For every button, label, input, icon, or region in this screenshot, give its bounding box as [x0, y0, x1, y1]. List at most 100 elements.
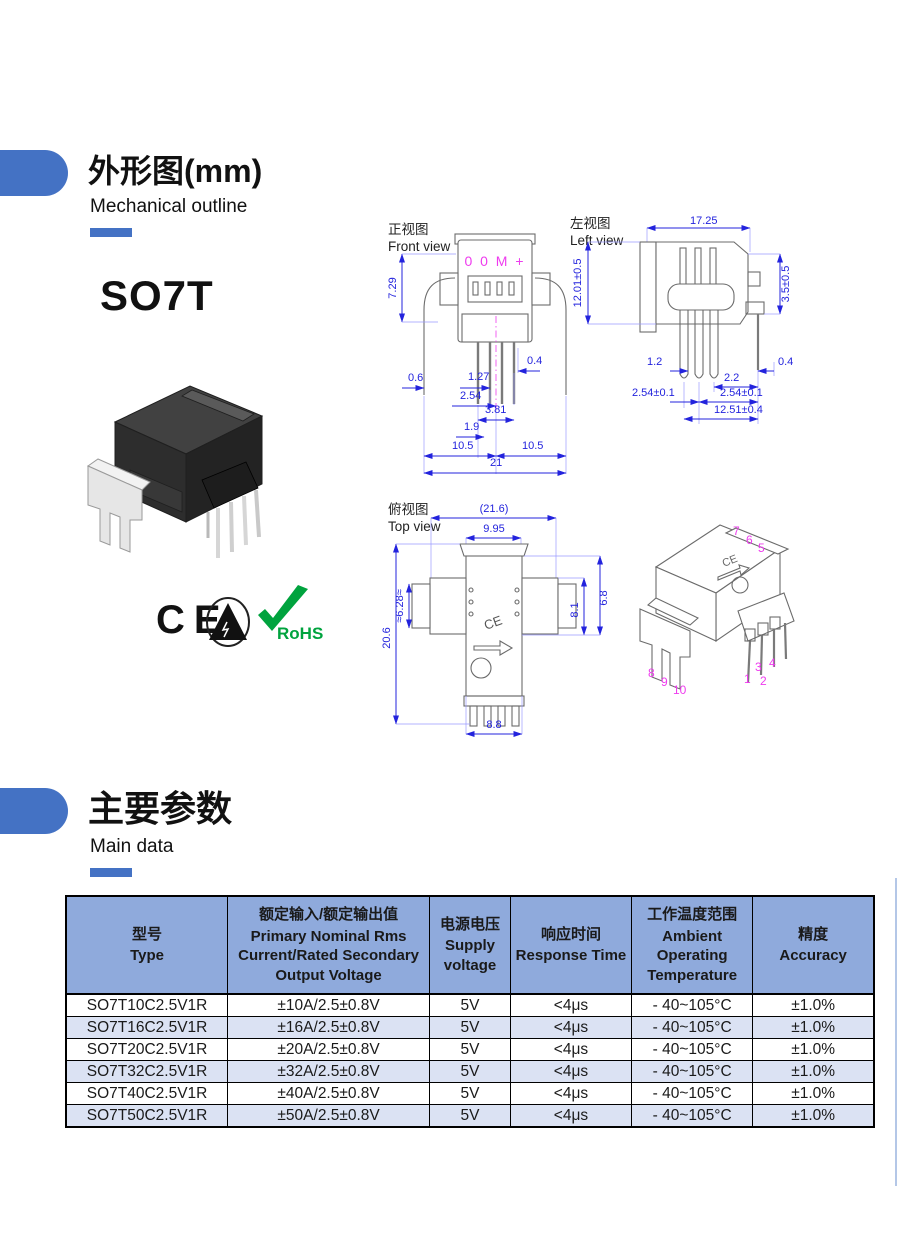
- col-header-rating-en: Primary Nominal Rms Current/Rated Second…: [238, 927, 420, 984]
- table-header-row: 型号 Type 额定输入/额定输出值 Primary Nominal Rms C…: [65, 895, 875, 995]
- col-header-accuracy-cn: 精度: [798, 925, 829, 943]
- dim-20-6: 20.6: [382, 627, 393, 648]
- front-marking: 0 0 M +: [464, 253, 525, 269]
- dim-10-5-left: 10.5: [452, 440, 473, 452]
- section-title-outline: 外形图(mm): [88, 153, 263, 189]
- col-header-temperature-en: Ambient Operating Temperature: [647, 927, 738, 984]
- dim-17-25: 17.25: [690, 215, 718, 227]
- dim-21-6: (21.6): [480, 503, 509, 515]
- cell-type: SO7T16C2.5V1R: [65, 1016, 229, 1039]
- left-view-label-en: Left view: [570, 233, 624, 248]
- col-header-rating: 额定输入/额定输出值 Primary Nominal Rms Current/R…: [227, 895, 431, 995]
- dim-1-2: 1.2: [647, 356, 662, 368]
- dim-1-9: 1.9: [464, 421, 479, 433]
- cell-type: SO7T10C2.5V1R: [65, 993, 229, 1017]
- pin-label-1: 1: [744, 672, 751, 686]
- dim-10-5-right: 10.5: [522, 440, 543, 452]
- col-header-accuracy: 精度 Accuracy: [752, 895, 875, 995]
- dim-2-54-right: 2.54±0.1: [720, 387, 763, 399]
- dim-0-4-left-view: 0.4: [778, 356, 793, 368]
- col-header-accuracy-en: Accuracy: [779, 947, 847, 964]
- cell-type: SO7T20C2.5V1R: [65, 1038, 229, 1061]
- dim-0-4: 0.4: [527, 355, 542, 367]
- dim-8-8: 8.8: [486, 719, 501, 731]
- cell-accuracy: ±1.0%: [752, 1038, 875, 1061]
- cell-supply: 5V: [429, 993, 511, 1017]
- cell-supply: 5V: [429, 1104, 511, 1128]
- pin-label-9: 9: [661, 675, 668, 689]
- cell-supply: 5V: [429, 1016, 511, 1039]
- cell-accuracy: ±1.0%: [752, 1060, 875, 1083]
- col-header-response: 响应时间 Response Time: [509, 895, 633, 995]
- col-header-type-cn: 型号: [132, 925, 163, 943]
- cell-rating: ±50A/2.5±0.8V: [227, 1104, 431, 1128]
- cell-accuracy: ±1.0%: [752, 993, 875, 1017]
- col-header-supply-en: Supply voltage: [443, 937, 497, 974]
- section-subtitle-main: Main data: [90, 836, 174, 857]
- col-header-temperature: 工作温度范围 Ambient Operating Temperature: [631, 895, 754, 995]
- product-name: SO7T: [100, 272, 214, 319]
- dim-6-8: 6.8: [598, 590, 610, 605]
- cell-temperature: - 40~105°C: [631, 1016, 754, 1039]
- dim-7-29: 7.29: [387, 277, 399, 298]
- table-row: SO7T20C2.5V1R ±20A/2.5±0.8V 5V <4μs - 40…: [65, 1038, 875, 1061]
- cell-rating: ±32A/2.5±0.8V: [227, 1060, 431, 1083]
- cell-rating: ±10A/2.5±0.8V: [227, 993, 431, 1017]
- cell-supply: 5V: [429, 1060, 511, 1083]
- table-row: SO7T32C2.5V1R ±32A/2.5±0.8V 5V <4μs - 40…: [65, 1060, 875, 1083]
- dim-2-2: 2.2: [724, 372, 739, 384]
- cell-supply: 5V: [429, 1082, 511, 1105]
- main-data-table: 型号 Type 额定输入/额定输出值 Primary Nominal Rms C…: [65, 895, 875, 1128]
- left-view-label-cn: 左视图: [570, 216, 611, 231]
- left-view-drawing: 左视图 Left view 17.25 12.01±0.5 3.5±0.5: [570, 215, 793, 424]
- section-accent-pill-2: [0, 788, 68, 834]
- top-view-drawing: 俯视图 Top view (21.6) 9.95 CE 20.6: [382, 502, 610, 737]
- pin-label-8: 8: [648, 666, 655, 680]
- table-row: SO7T40C2.5V1R ±40A/2.5±0.8V 5V <4μs - 40…: [65, 1082, 875, 1105]
- cell-response: <4μs: [509, 993, 633, 1017]
- iso-view-drawing: CE 7 6 5 8 9 10 1 2 3 4: [639, 524, 795, 697]
- cell-accuracy: ±1.0%: [752, 1016, 875, 1039]
- cell-response: <4μs: [509, 1104, 633, 1128]
- page-edge-line: [895, 878, 897, 1186]
- cell-supply: 5V: [429, 1038, 511, 1061]
- cell-type: SO7T50C2.5V1R: [65, 1104, 229, 1128]
- col-header-type-en: Type: [130, 947, 164, 964]
- dim-12-51: 12.51±0.4: [714, 404, 763, 416]
- top-view-label-cn: 俯视图: [388, 502, 429, 517]
- cell-response: <4μs: [509, 1082, 633, 1105]
- dim-6-28: ≈6.28≈: [394, 589, 406, 622]
- rohs-check-icon: [258, 585, 308, 631]
- col-header-response-cn: 响应时间: [540, 925, 601, 943]
- dim-3-5: 3.5±0.5: [780, 266, 792, 303]
- col-header-supply: 电源电压 Supply voltage: [429, 895, 511, 995]
- col-header-temperature-cn: 工作温度范围: [647, 906, 738, 923]
- col-header-supply-cn: 电源电压: [439, 915, 500, 933]
- dim-21: 21: [490, 457, 502, 469]
- dim-9-95: 9.95: [483, 523, 504, 535]
- table-row: SO7T10C2.5V1R ±10A/2.5±0.8V 5V <4μs - 40…: [65, 993, 875, 1017]
- pin-label-7: 7: [733, 524, 740, 538]
- section-accent-pill: [0, 150, 68, 196]
- cell-temperature: - 40~105°C: [631, 1082, 754, 1105]
- cell-type: SO7T40C2.5V1R: [65, 1082, 229, 1105]
- front-view-label-en: Front view: [388, 239, 451, 254]
- pin-label-3: 3: [755, 660, 762, 674]
- cell-type: SO7T32C2.5V1R: [65, 1060, 229, 1083]
- dim-2-54: 2.54: [460, 390, 481, 402]
- cell-accuracy: ±1.0%: [752, 1104, 875, 1128]
- section-accent-bar: [90, 228, 132, 237]
- col-header-rating-cn: 额定输入/额定输出值: [259, 906, 399, 923]
- cell-temperature: - 40~105°C: [631, 1104, 754, 1128]
- front-view-label-cn: 正视图: [388, 222, 429, 237]
- iso-ce-mark: CE: [721, 553, 740, 570]
- front-view-drawing: 正视图 Front view 0 0 M + 7.29: [387, 222, 567, 476]
- pin-label-6: 6: [746, 533, 753, 547]
- cell-temperature: - 40~105°C: [631, 993, 754, 1017]
- section-subtitle-outline: Mechanical outline: [90, 196, 248, 217]
- cell-response: <4μs: [509, 1016, 633, 1039]
- esd-icon: [206, 597, 250, 647]
- cell-accuracy: ±1.0%: [752, 1082, 875, 1105]
- dim-12-01: 12.01±0.5: [572, 259, 584, 308]
